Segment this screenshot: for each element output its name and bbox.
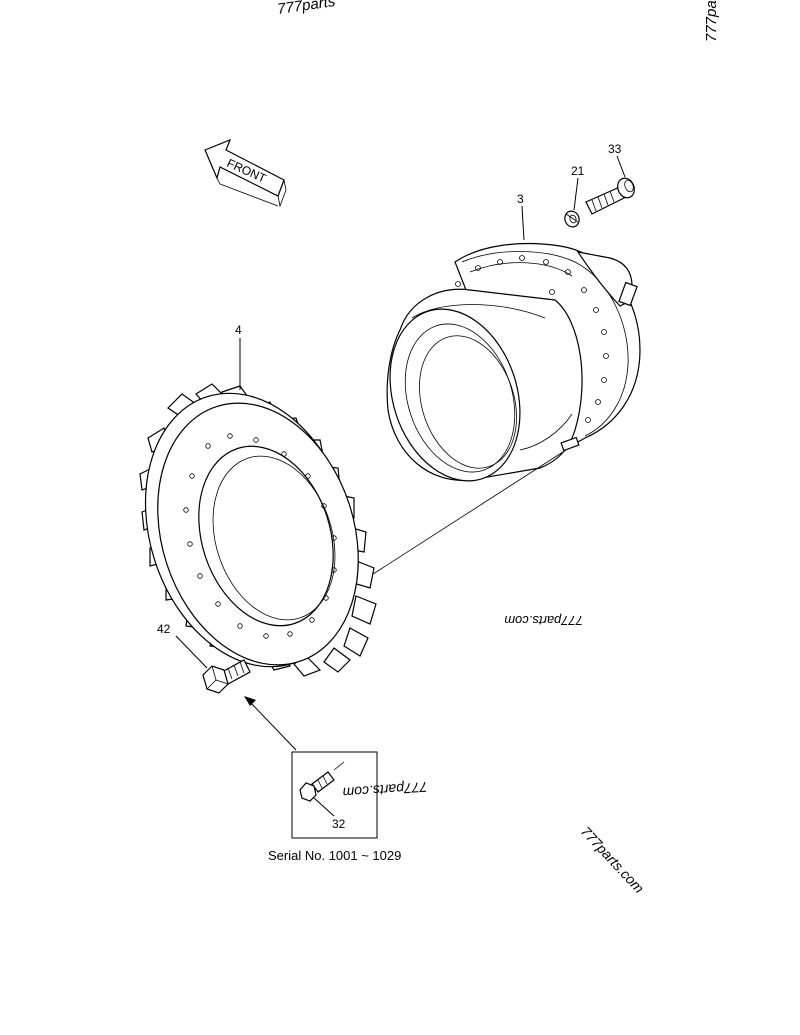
travel-motor-icon	[386, 242, 641, 482]
leader-3	[521, 205, 525, 241]
bolt-33-icon	[585, 177, 635, 215]
leader-42	[175, 635, 208, 669]
leader-32	[313, 797, 335, 817]
bolt-42-icon	[202, 659, 251, 694]
front-arrow-icon: FRONT	[204, 138, 287, 208]
inset-caption: Serial No. 1001 ~ 1029	[268, 848, 401, 863]
leader-21	[573, 177, 579, 211]
inset-pointer-arrow-icon	[244, 696, 297, 751]
inset-box: 32	[291, 751, 378, 839]
callout-4: 4	[235, 323, 242, 337]
callout-42: 42	[157, 622, 171, 636]
flange-bolt-holes	[455, 255, 609, 423]
watermark-center-upside-down: 777parts.com	[504, 613, 583, 628]
callout-33: 33	[608, 142, 622, 156]
callout-32: 32	[332, 817, 346, 831]
washer-21-icon	[564, 210, 580, 228]
watermark-inset-upside-down: 777parts.com	[342, 779, 428, 801]
watermark-top: 777parts	[276, 0, 337, 18]
watermark-right-edge: 777pa	[703, 0, 720, 42]
bolt-32-icon	[299, 771, 335, 802]
callout-3: 3	[517, 192, 524, 206]
callout-21: 21	[571, 164, 585, 178]
watermark-bottom-diagonal: 777parts.com	[578, 823, 648, 896]
sprocket-bolt-holes	[183, 433, 337, 639]
sprocket-icon	[139, 383, 377, 677]
leader-33	[616, 155, 626, 178]
